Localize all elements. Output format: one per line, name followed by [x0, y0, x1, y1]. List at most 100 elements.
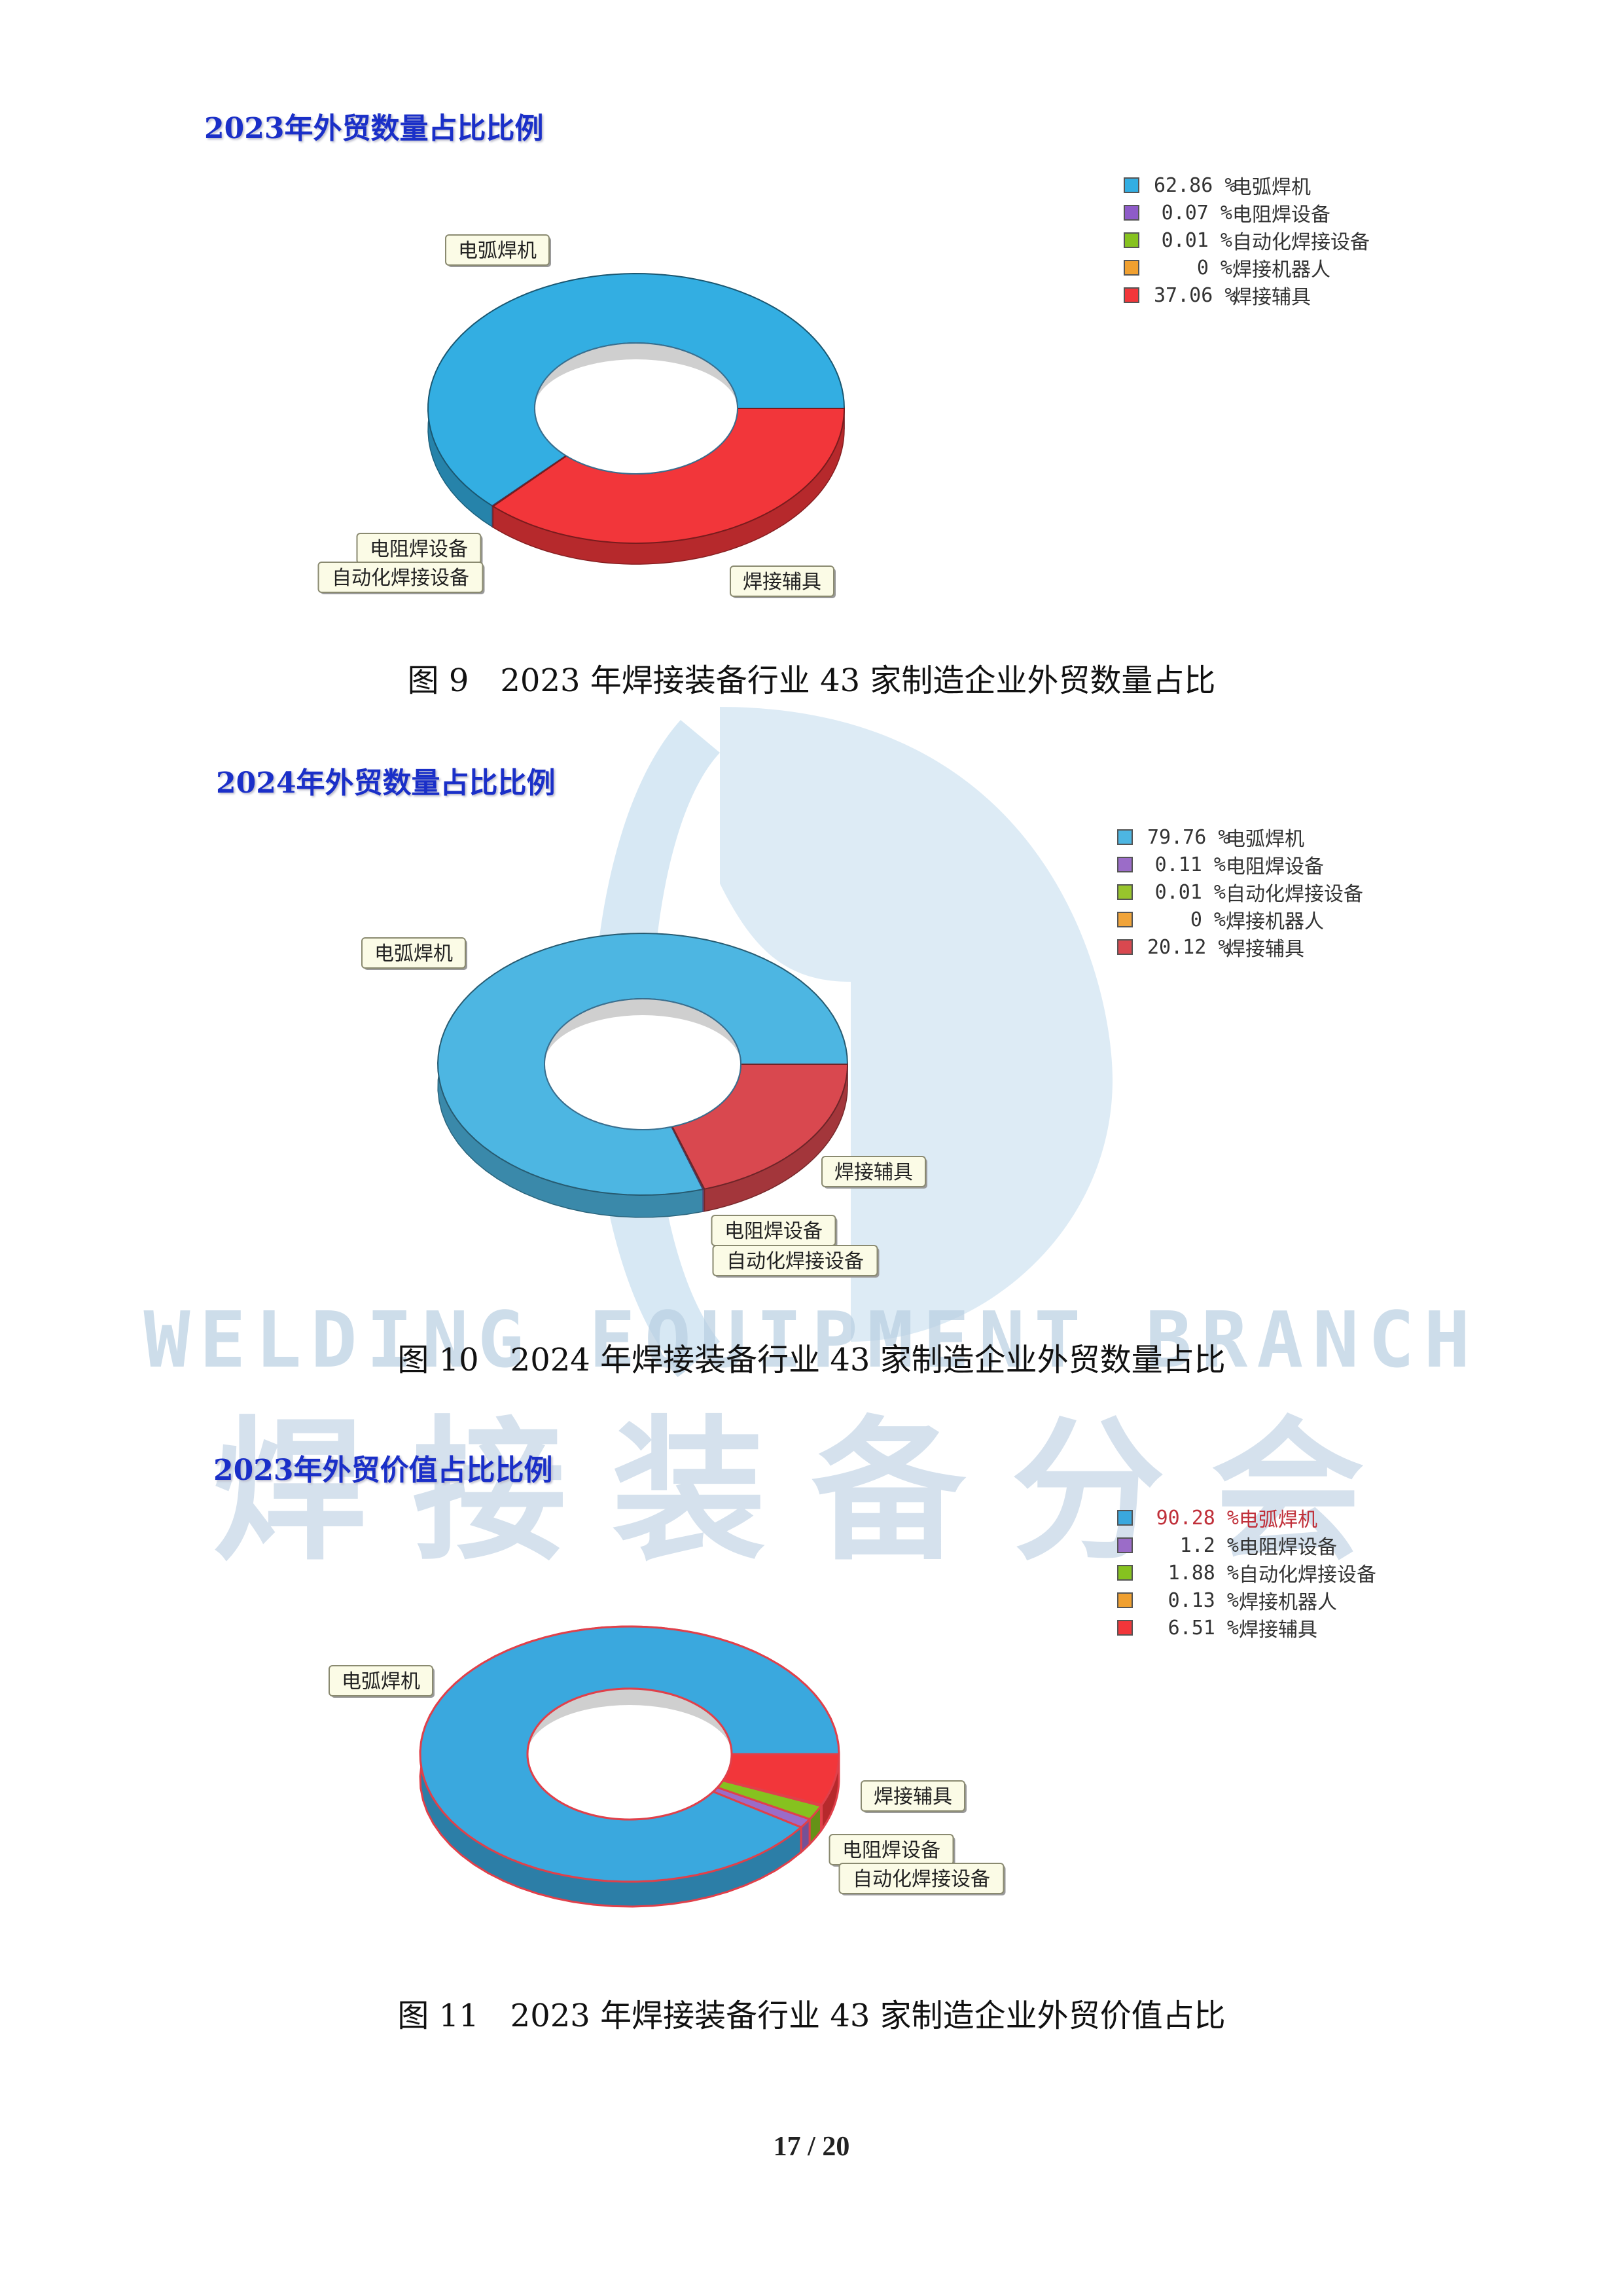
callout-text: 自动化焊接设备: [853, 1868, 990, 1891]
legend-value: 0.01 %: [1154, 880, 1226, 904]
chart-title: 2023年外贸数量占比比例: [204, 112, 544, 145]
legend-value: 0.13 %: [1168, 1588, 1239, 1612]
legend-label: 焊接辅具: [1232, 286, 1311, 309]
callout-text: 焊接辅具: [834, 1161, 913, 1184]
donut-hole-shadow: [535, 343, 738, 408]
legend-label: 焊接辅具: [1226, 938, 1304, 961]
legend: 90.28 %电弧焊机 1.2 %电阻焊设备 1.88 %自动化焊接设备 0.1…: [1117, 1504, 1376, 1641]
legend-item: 0.13 %焊接机器人: [1117, 1587, 1376, 1614]
chart-1: 2023年外贸数量占比比例 电弧焊机电阻焊设备自动化焊接设备焊接辅具 62.86…: [0, 0, 1623, 720]
callout-box: [730, 565, 834, 597]
callout-label: 电阻焊设备: [356, 533, 483, 565]
legend-label: 焊接机器人: [1226, 910, 1324, 933]
legend-item: 62.86 %电弧焊机: [1124, 171, 1370, 199]
callout-text: 电阻焊设备: [842, 1839, 940, 1862]
legend-swatch: [1117, 884, 1133, 900]
legend-item: 0 %焊接机器人: [1124, 254, 1370, 281]
legend-item: 0 %焊接机器人: [1117, 906, 1363, 933]
legend-label: 自动化焊接设备: [1226, 883, 1363, 906]
callout-box: [361, 937, 466, 969]
legend-item: 0.01 %自动化焊接设备: [1117, 878, 1363, 906]
legend-value: 1.2 %: [1179, 1534, 1239, 1557]
figure-caption: 图 10 2024 年焊接装备行业 43 家制造企业外贸数量占比: [397, 1342, 1226, 1378]
legend-swatch: [1117, 1510, 1133, 1526]
legend-value: 0.11 %: [1154, 853, 1226, 876]
legend-item: 0.11 %电阻焊设备: [1117, 851, 1363, 878]
legend-value: 62.86 %: [1154, 173, 1237, 197]
legend-item: 6.51 %焊接辅具: [1117, 1614, 1376, 1641]
legend-label: 电阻焊设备: [1232, 204, 1330, 226]
legend-item: 1.2 %电阻焊设备: [1117, 1532, 1376, 1559]
donut-hole: [535, 343, 738, 474]
legend-item: 90.28 %电弧焊机: [1117, 1504, 1376, 1532]
legend-value: 0 %: [1196, 256, 1232, 279]
chart-3: 2023年外贸价值占比比例 电弧焊机焊接辅具电阻焊设备自动化焊接设备 90.28…: [0, 1414, 1623, 2068]
callout-text: 电阻焊设备: [370, 538, 468, 561]
callout-box: [838, 1863, 1005, 1894]
callout-box: [821, 1156, 926, 1187]
callout-label: 自动化焊接设备: [712, 1245, 880, 1278]
chart-title: 2023年外贸价值占比比例: [213, 1454, 553, 1487]
chart-2: 2024年外贸数量占比比例 电弧焊机焊接辅具电阻焊设备自动化焊接设备 79.76…: [0, 720, 1623, 1414]
legend-label: 焊接辅具: [1239, 1619, 1317, 1641]
legend-value: 20.12 %: [1147, 935, 1230, 959]
figure-caption: 图 9 2023 年焊接装备行业 43 家制造企业外贸数量占比: [407, 662, 1216, 699]
legend-swatch: [1117, 857, 1133, 872]
callout-text: 焊接辅具: [874, 1785, 952, 1808]
callout-box: [712, 1245, 878, 1276]
donut-slices: [419, 1625, 840, 1883]
callout-label: 自动化焊接设备: [317, 562, 485, 594]
callout-label: 电弧焊机: [361, 937, 467, 970]
callout-text: 电弧焊机: [458, 240, 537, 262]
legend-item: 1.88 %自动化焊接设备: [1117, 1559, 1376, 1587]
legend-swatch: [1124, 177, 1139, 193]
legend-item: 0.07 %电阻焊设备: [1124, 199, 1370, 226]
legend-value: 0.01 %: [1161, 228, 1232, 252]
legend-label: 焊接机器人: [1239, 1591, 1337, 1614]
legend-swatch: [1124, 232, 1139, 248]
callout-box: [445, 234, 550, 266]
callout-text: 电弧焊机: [374, 942, 453, 965]
callout-box: [861, 1780, 965, 1812]
legend-value: 90.28 %: [1156, 1506, 1239, 1530]
callout-label: 电弧焊机: [445, 234, 551, 267]
legend-label: 自动化焊接设备: [1232, 231, 1370, 254]
legend-swatch: [1124, 260, 1139, 276]
legend-value: 37.06 %: [1154, 283, 1237, 307]
donut-hole: [544, 999, 741, 1130]
legend-swatch: [1124, 205, 1139, 221]
callout-text: 自动化焊接设备: [332, 567, 469, 590]
legend-item: 0.01 %自动化焊接设备: [1124, 226, 1370, 254]
callout-text: 电阻焊设备: [724, 1220, 823, 1243]
legend-value: 6.51 %: [1168, 1616, 1239, 1640]
callout-label: 电弧焊机: [329, 1665, 435, 1698]
legend-item: 20.12 %焊接辅具: [1117, 933, 1363, 961]
donut-hole-shadow: [527, 1689, 732, 1754]
figure-caption: 图 11 2023 年焊接装备行业 43 家制造企业外贸价值占比: [397, 1998, 1226, 2034]
callout-label: 电阻焊设备: [711, 1215, 838, 1247]
legend-swatch: [1117, 1592, 1133, 1608]
legend-label: 电弧焊机: [1226, 828, 1304, 851]
legend-swatch: [1117, 1565, 1133, 1581]
callout-label: 焊接辅具: [861, 1780, 967, 1813]
legend-value: 1.88 %: [1168, 1561, 1239, 1585]
donut-hole-rim: [526, 1687, 733, 1821]
callout-text: 焊接辅具: [743, 571, 821, 594]
legend: 79.76 %电弧焊机 0.11 %电阻焊设备 0.01 %自动化焊接设备 0 …: [1117, 823, 1363, 961]
callout-label: 焊接辅具: [730, 565, 836, 598]
legend-value: 79.76 %: [1147, 825, 1230, 849]
callout-text: 电弧焊机: [342, 1670, 420, 1693]
legend-swatch: [1117, 912, 1133, 927]
legend-swatch: [1117, 829, 1133, 845]
callout-box: [329, 1665, 433, 1696]
legend-label: 自动化焊接设备: [1239, 1564, 1376, 1587]
donut-hole-rim: [544, 998, 741, 1130]
callout-text: 自动化焊接设备: [726, 1250, 864, 1273]
legend-label: 电阻焊设备: [1239, 1536, 1337, 1559]
legend-value: 0 %: [1190, 908, 1226, 931]
legend-value: 0.07 %: [1161, 201, 1232, 224]
callout-label: 焊接辅具: [821, 1156, 927, 1189]
callout-label: 电阻焊设备: [829, 1834, 955, 1867]
legend-swatch: [1117, 939, 1133, 955]
legend-label: 电弧焊机: [1232, 176, 1311, 199]
